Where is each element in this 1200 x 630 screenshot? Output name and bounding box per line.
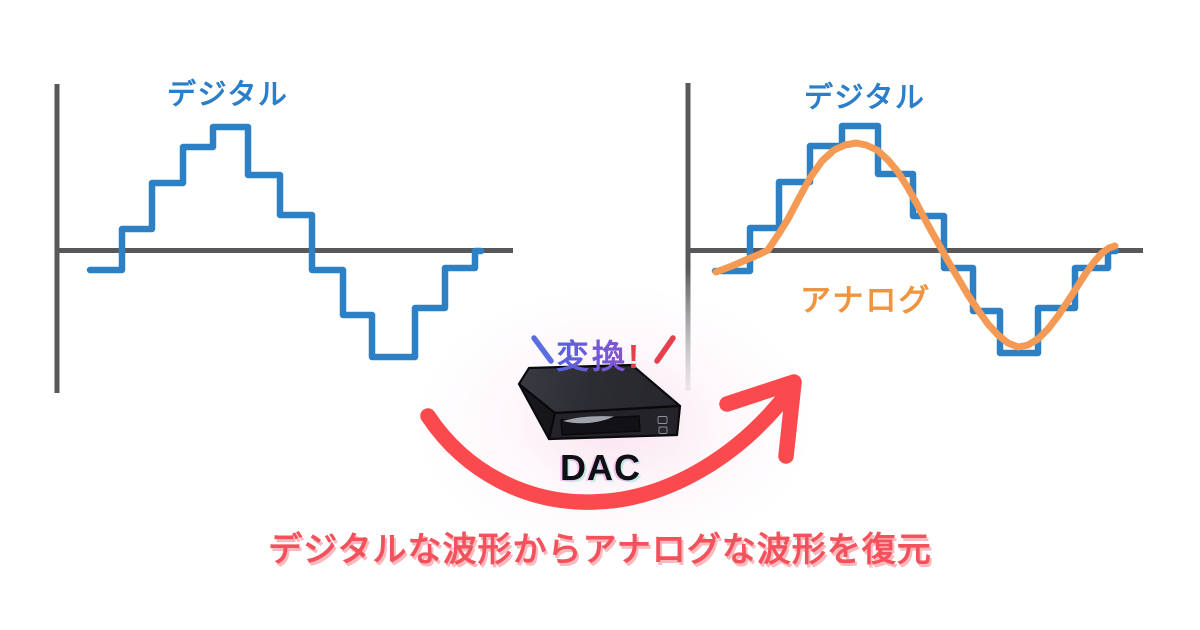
conversion-arrow-icon [420, 374, 802, 510]
left-digital-staircase-wave [86, 123, 485, 361]
dac-device-button-top [657, 416, 668, 424]
dac-device-label: DAC [560, 447, 641, 488]
caption-text: デジタルな波形からアナログな波形を復元 [268, 531, 932, 569]
burst-slash-left-icon [531, 335, 554, 364]
right-analog-sine-wave [712, 139, 1119, 351]
dac-device-top-face [517, 363, 682, 415]
dac-device-button-bottom [658, 426, 668, 434]
left-chart-digital-label: デジタル [167, 79, 289, 111]
right-chart-digital-label: デジタル [804, 82, 926, 114]
conversion-burst-text: 変換! [556, 330, 642, 378]
right-chart-analog-label: アナログ [800, 283, 932, 318]
dac-device-tray-shine [563, 416, 614, 424]
dac-device-icon [517, 363, 682, 441]
burst-slash-right-icon [654, 335, 676, 364]
burst-exclamation: ! [628, 338, 642, 375]
burst-word: 変換 [556, 338, 628, 375]
right-digital-staircase-wave [711, 122, 1120, 357]
conversion-arrow-shaft [420, 378, 801, 510]
conversion-arrow-head [719, 374, 802, 464]
